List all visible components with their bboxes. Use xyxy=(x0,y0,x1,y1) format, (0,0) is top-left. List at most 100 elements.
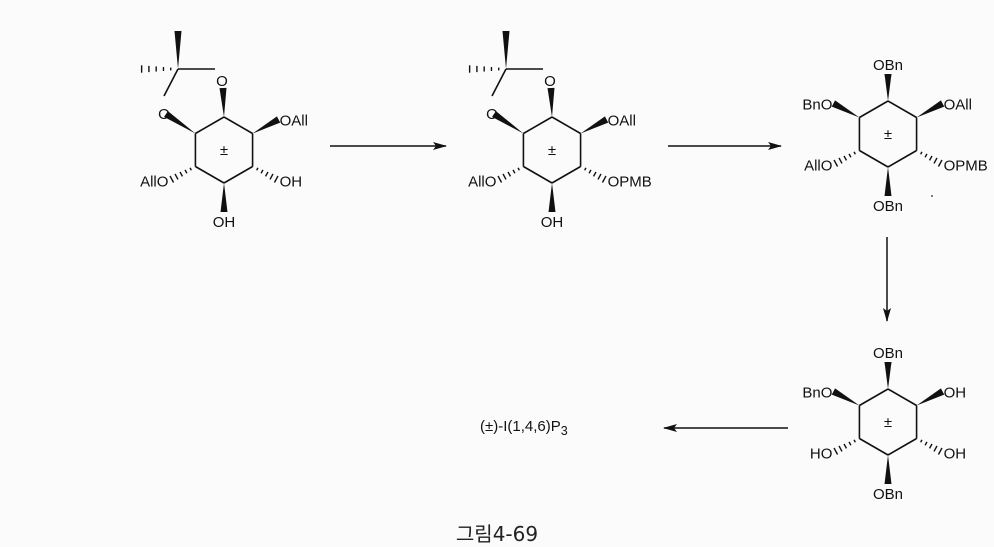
wedge-bond xyxy=(252,116,281,134)
atom-label: OAll xyxy=(608,113,636,130)
racemic-label: ± xyxy=(220,142,228,159)
atom-label: OAll xyxy=(944,97,972,114)
hash-bond xyxy=(843,443,848,449)
hash-bond xyxy=(933,445,938,452)
wedge-bond xyxy=(492,111,524,134)
wedge-bond xyxy=(884,455,892,484)
atom-label: O xyxy=(544,73,556,90)
wedge-bond xyxy=(219,87,227,117)
racemic-label: ± xyxy=(884,126,892,143)
wedge-bond xyxy=(916,100,945,118)
hash-bond xyxy=(512,169,516,174)
wedge-bond xyxy=(580,116,609,134)
wedge-bond xyxy=(884,362,892,389)
ring-bond xyxy=(223,116,253,135)
ring-bond xyxy=(887,437,917,456)
atom-label: BnO xyxy=(802,97,832,114)
hash-bond xyxy=(169,175,175,183)
wedge-bond xyxy=(547,87,555,117)
hash-bond xyxy=(273,175,279,183)
acetonide-bond xyxy=(491,68,507,97)
racemic-label: ± xyxy=(884,414,892,431)
wedge-bond xyxy=(884,74,892,101)
atom-label: OH xyxy=(280,174,303,191)
atom-label: OBn xyxy=(873,198,903,215)
atom-label: AllO xyxy=(468,174,496,191)
hash-bond xyxy=(184,169,188,174)
product-label: (±)-I(1,4,6)P3 xyxy=(480,418,568,438)
atom-label: O xyxy=(486,106,498,123)
hash-bond xyxy=(174,173,179,180)
ring-bond xyxy=(551,116,581,135)
hash-bond xyxy=(848,153,852,158)
atom-label: OH xyxy=(541,214,564,231)
hash-bond xyxy=(924,441,928,446)
hash-bond xyxy=(848,441,852,446)
hash-bond xyxy=(937,447,943,455)
ring-bond xyxy=(859,437,889,456)
hash-bond xyxy=(264,171,269,177)
hash-bond xyxy=(260,169,264,174)
atom-label: OBn xyxy=(873,486,903,503)
ring-bond xyxy=(887,100,917,119)
hash-bond xyxy=(497,175,503,183)
atom-label: OBn xyxy=(873,57,903,74)
atom-label: OH xyxy=(213,214,236,231)
acetonide-bond xyxy=(163,68,179,97)
atom-label: OAll xyxy=(280,113,308,130)
racemic-label: ± xyxy=(548,142,556,159)
product-subscript: 3 xyxy=(560,424,568,438)
hash-bond xyxy=(924,153,928,158)
hash-bond xyxy=(838,157,843,164)
wedge-bond xyxy=(174,31,182,69)
ring-bond xyxy=(859,149,889,168)
atom-label: OH xyxy=(944,385,967,402)
hash-bond xyxy=(517,167,520,171)
atom-label: O xyxy=(158,106,170,123)
hash-bond xyxy=(933,157,938,164)
atom-label: AllO xyxy=(804,158,832,175)
ring-bond xyxy=(195,165,225,184)
hash-bond xyxy=(269,173,274,180)
ring-bond xyxy=(887,388,917,407)
ring-bond xyxy=(223,165,253,184)
wedge-bond xyxy=(164,111,196,134)
ring-bond xyxy=(859,388,889,407)
ring-bond xyxy=(859,100,889,119)
hash-bond xyxy=(843,155,848,161)
wedge-bond xyxy=(548,183,556,212)
atom-label: OBn xyxy=(873,345,903,362)
ring-bond xyxy=(887,149,917,168)
hash-bond xyxy=(920,151,923,155)
ring-bond xyxy=(523,165,553,184)
hash-bond xyxy=(928,443,933,449)
hash-bond xyxy=(179,171,184,177)
wedge-bond xyxy=(831,100,860,118)
wedge-bond xyxy=(831,388,860,406)
hash-bond xyxy=(502,173,507,180)
hash-bond xyxy=(928,155,933,161)
hash-bond xyxy=(937,159,943,167)
ring-bond xyxy=(551,165,581,184)
atom-label: O xyxy=(216,73,228,90)
hash-bond xyxy=(838,445,843,452)
hash-bond xyxy=(833,159,839,167)
hash-bond xyxy=(833,447,839,455)
hash-bond xyxy=(601,175,607,183)
hash-bond xyxy=(592,171,597,177)
wedge-bond xyxy=(884,167,892,196)
hash-bond xyxy=(507,171,512,177)
atom-label: OH xyxy=(944,446,967,463)
atom-label: HO xyxy=(810,446,833,463)
hash-bond xyxy=(588,169,592,174)
stray-mark xyxy=(931,195,933,197)
atom-label: BnO xyxy=(802,385,832,402)
atom-label: AllO xyxy=(140,174,168,191)
hash-bond xyxy=(853,151,856,155)
atom-label: OPMB xyxy=(608,174,652,191)
hash-bond xyxy=(584,167,587,171)
